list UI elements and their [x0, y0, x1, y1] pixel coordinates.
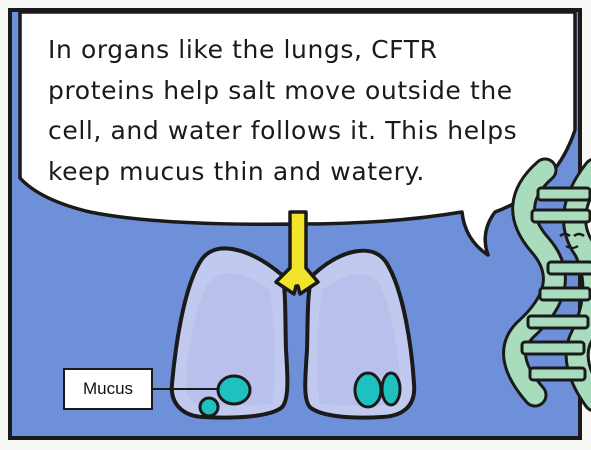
speech-line: keep mucus thin and watery.: [48, 157, 425, 186]
speech-line: In organs like the lungs, CFTR: [48, 35, 438, 64]
speech-line: proteins help salt move outside the: [48, 76, 513, 105]
mucus-label: Mucus: [63, 368, 153, 410]
speech-line: cell, and water follows it. This helps: [48, 116, 517, 145]
speech-bubble-text: In organs like the lungs, CFTR proteins …: [48, 30, 568, 192]
